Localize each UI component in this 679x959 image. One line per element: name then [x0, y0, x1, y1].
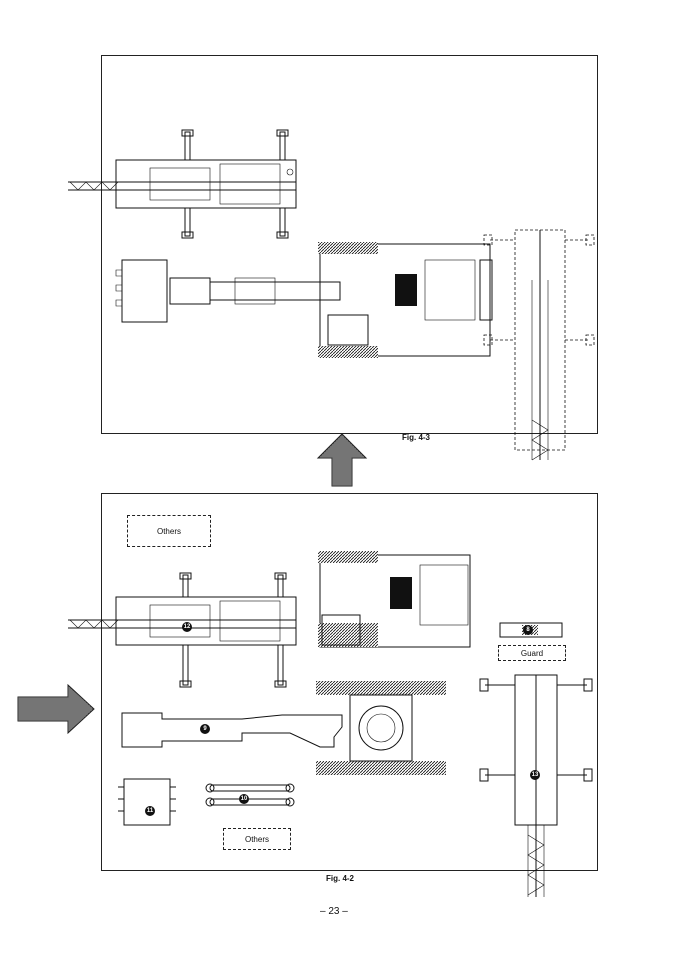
- boom-arm-part: [121, 712, 343, 748]
- hook-block-part: [118, 778, 176, 826]
- callout-9: 9: [200, 724, 210, 734]
- up-arrow-icon: [316, 433, 368, 487]
- carbody-part: [316, 681, 446, 775]
- page-number: – 23 –: [320, 906, 348, 917]
- others-box-top: Others: [127, 515, 211, 547]
- callout-10: 10: [239, 794, 249, 804]
- figure-4-2-caption: Fig. 4-2: [326, 874, 355, 883]
- pins-part: [205, 783, 295, 807]
- carrier-parts-view: [68, 572, 297, 688]
- guard-part: [499, 622, 563, 638]
- callout-11: 11: [145, 806, 155, 816]
- carrier-top-view: [68, 129, 297, 239]
- figure-4-2-drawing: [68, 551, 593, 897]
- others-box-bottom: Others: [223, 828, 291, 850]
- upper-structure-view: [115, 229, 595, 461]
- callout-13: 13: [530, 770, 540, 780]
- right-arrow-icon: [17, 683, 95, 735]
- figure-4-3-caption: Fig. 4-3: [402, 433, 431, 442]
- callout-8: 8: [523, 625, 533, 635]
- figure-4-3-drawing: [68, 129, 595, 461]
- callout-12: 12: [182, 622, 192, 632]
- guard-box: Guard: [498, 645, 566, 661]
- jib-part: [479, 674, 593, 897]
- upper-structure-parts: [318, 551, 471, 648]
